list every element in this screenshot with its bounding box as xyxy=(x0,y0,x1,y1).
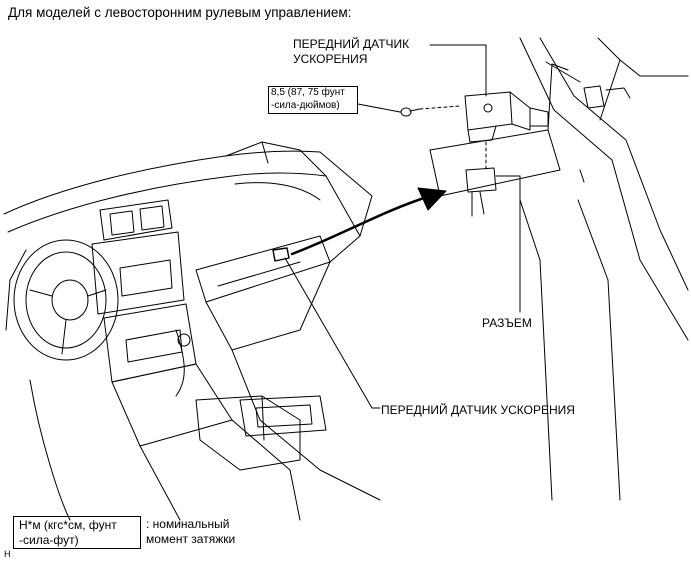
center-console xyxy=(91,199,233,447)
body-pillar xyxy=(429,37,689,501)
leader-front-sensor-bottom xyxy=(284,257,381,409)
label-front-sensor-bottom: ПЕРЕДНИЙ ДАТЧИК УСКОРЕНИЯ xyxy=(381,403,575,417)
leader-front-sensor-top xyxy=(429,44,487,97)
legend-description: : номинальный момент затяжки xyxy=(146,517,236,546)
legend-unit-box: Н*м (кгс*см, фунт -сила-фут) xyxy=(13,516,141,549)
torque-spec-box: 8,5 (87, 75 фунт -сила-дюймов) xyxy=(268,86,358,114)
pointer-arrow xyxy=(290,194,432,256)
rear-console-vent xyxy=(239,395,327,437)
label-front-sensor-top: ПЕРЕДНИЙ ДАТЧИК УСКОРЕНИЯ xyxy=(293,37,410,66)
steering-wheel xyxy=(5,239,119,361)
label-connector: РАЗЪЕМ xyxy=(482,316,532,330)
corner-code: H xyxy=(4,549,11,559)
page-title: Для моделей с левосторонним рулевым упра… xyxy=(8,5,352,20)
floor-lines xyxy=(29,379,301,521)
bolt-icon xyxy=(400,107,421,117)
connector-icon xyxy=(465,167,497,217)
glovebox-area xyxy=(195,235,381,501)
front-airbag-sensor-top-icon xyxy=(464,91,549,143)
dashboard-outline xyxy=(3,141,373,263)
sensor-on-dash-icon xyxy=(272,247,290,262)
leader-connector xyxy=(495,175,521,313)
